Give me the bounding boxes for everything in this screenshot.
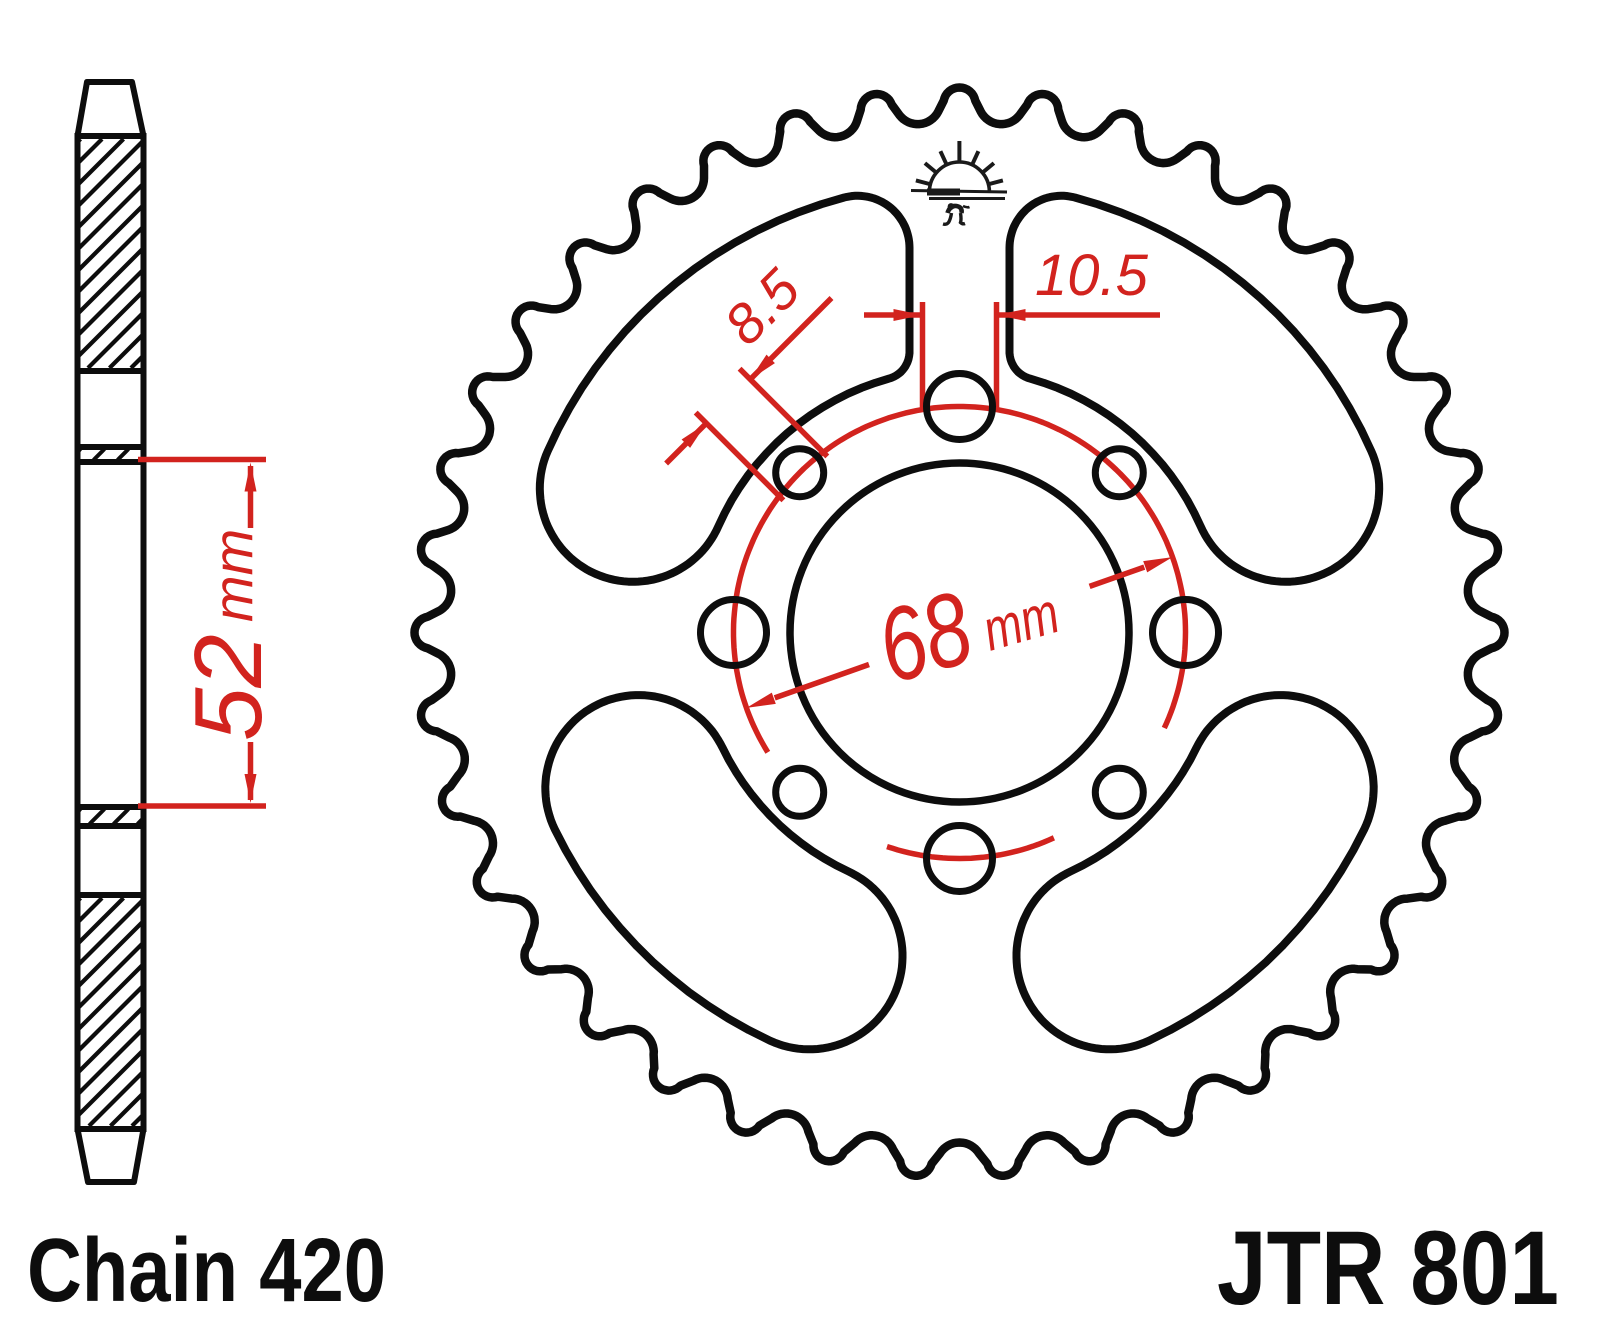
svg-text:Chain 420: Chain 420 (27, 1221, 386, 1321)
svg-text:mm: mm (201, 529, 264, 622)
svg-text:10.5: 10.5 (1035, 243, 1149, 308)
svg-text:JTR 801: JTR 801 (1217, 1210, 1559, 1327)
svg-text:52: 52 (175, 634, 282, 741)
